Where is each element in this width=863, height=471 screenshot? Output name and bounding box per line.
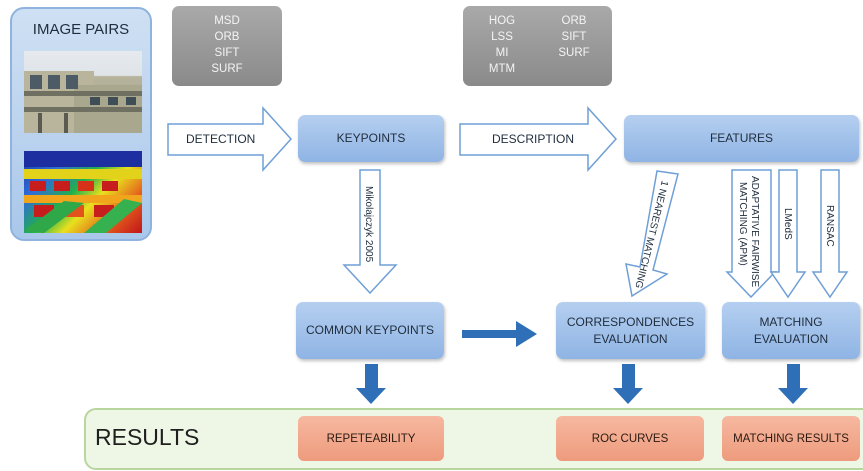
image-pairs-title: IMAGE PAIRS xyxy=(32,21,130,38)
repeatability-result: REPETEABILITY xyxy=(298,416,444,461)
descriptor-item: MTM xyxy=(488,63,516,75)
mikolajczyk-arrow xyxy=(342,169,398,295)
detection-label: DETECTION xyxy=(186,132,256,146)
results-title: RESULTS xyxy=(95,424,200,450)
descriptor-methods-box: HOG LSS MI MTM ORB SIFT SURF xyxy=(463,6,612,86)
common-to-correspondences-arrow xyxy=(462,321,537,347)
common-keypoints-node: COMMON KEYPOINTS xyxy=(296,302,444,359)
lmeds-arrow xyxy=(769,169,807,299)
ransac-arrow xyxy=(811,169,849,299)
correspondences-evaluation-node: CORRESPONDENCES EVALUATION xyxy=(556,302,705,359)
roc-curves-result: ROC CURVES xyxy=(556,416,704,461)
visible-building-image xyxy=(24,51,142,133)
detector-list: MSD ORB SIFT SURF xyxy=(172,13,282,77)
thermal-illustration xyxy=(24,151,142,233)
description-arrow xyxy=(459,106,618,172)
descriptor-item: MI xyxy=(495,47,509,59)
detector-item: ORB xyxy=(214,31,240,43)
description-label: DESCRIPTION xyxy=(492,132,575,146)
descriptor-item: HOG xyxy=(488,15,516,27)
mikolajczyk-label: Mikolajczyk 2005 xyxy=(363,186,374,263)
down-arrow-roc xyxy=(613,364,643,404)
keypoints-node: KEYPOINTS xyxy=(298,115,444,162)
down-arrow-matching xyxy=(778,364,808,404)
apm-label-line1: ADAPTATIVE FAIRWISE xyxy=(749,176,760,287)
nearest-matching-arrow xyxy=(625,170,679,298)
thermal-building-image xyxy=(24,151,142,233)
detector-item: MSD xyxy=(214,15,240,27)
down-arrow-repeatability xyxy=(356,364,386,404)
matching-results-result: MATCHING RESULTS xyxy=(722,416,860,461)
descriptor-item: LSS xyxy=(491,31,513,43)
building-illustration xyxy=(24,71,142,133)
apm-label-line2: MATCHING (APM) xyxy=(737,182,748,266)
apm-arrow xyxy=(725,169,777,299)
descriptor-item: SURF xyxy=(558,47,590,59)
descriptor-item: SIFT xyxy=(561,31,587,43)
ransac-label: RANSAC xyxy=(824,205,835,247)
detector-item: SURF xyxy=(211,63,243,75)
lmeds-label: LMedS xyxy=(782,208,793,240)
features-node: FEATURES xyxy=(624,115,859,162)
descriptor-item: ORB xyxy=(561,15,587,27)
image-pairs-panel: IMAGE PAIRS xyxy=(10,7,152,241)
descriptor-list-col1: HOG LSS MI MTM xyxy=(471,13,533,77)
descriptor-list-col2: ORB SIFT SURF xyxy=(543,13,605,61)
detection-arrow xyxy=(167,106,293,172)
detector-item: SIFT xyxy=(214,47,240,59)
matching-evaluation-node: MATCHING EVALUATION xyxy=(722,302,860,359)
detector-methods-box: MSD ORB SIFT SURF xyxy=(172,6,282,86)
